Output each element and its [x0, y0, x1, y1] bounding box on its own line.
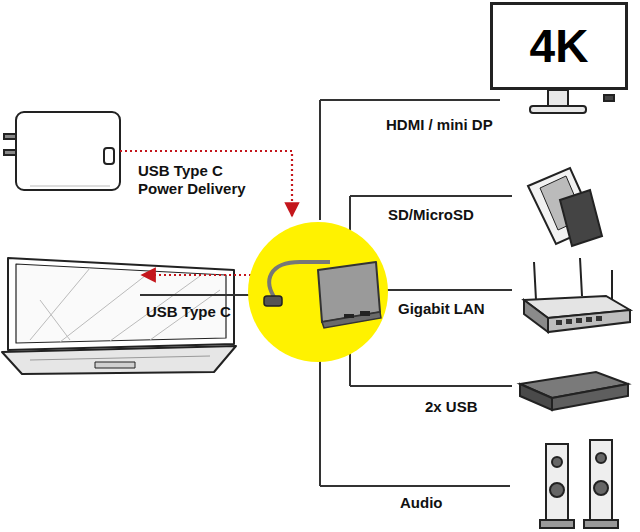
port-label: USB Type C — [146, 303, 231, 321]
monitor-stand — [530, 90, 614, 113]
hub — [248, 222, 388, 362]
port-label: Gigabit LAN — [398, 300, 485, 318]
monitor-screen: 4K — [490, 2, 628, 90]
router — [524, 258, 630, 332]
external-drive — [520, 372, 628, 410]
sd-cards — [528, 168, 602, 246]
charger — [4, 112, 120, 190]
port-label: HDMI / mini DP — [386, 116, 493, 134]
speakers — [540, 440, 618, 528]
node-text: 4K — [530, 21, 589, 71]
port-label: Audio — [400, 494, 443, 512]
connection-lines — [140, 100, 512, 486]
port-label: 2x USB — [425, 398, 478, 416]
power-label: USB Type C Power Delivery — [138, 162, 260, 198]
port-label: SD/MicroSD — [388, 206, 474, 224]
